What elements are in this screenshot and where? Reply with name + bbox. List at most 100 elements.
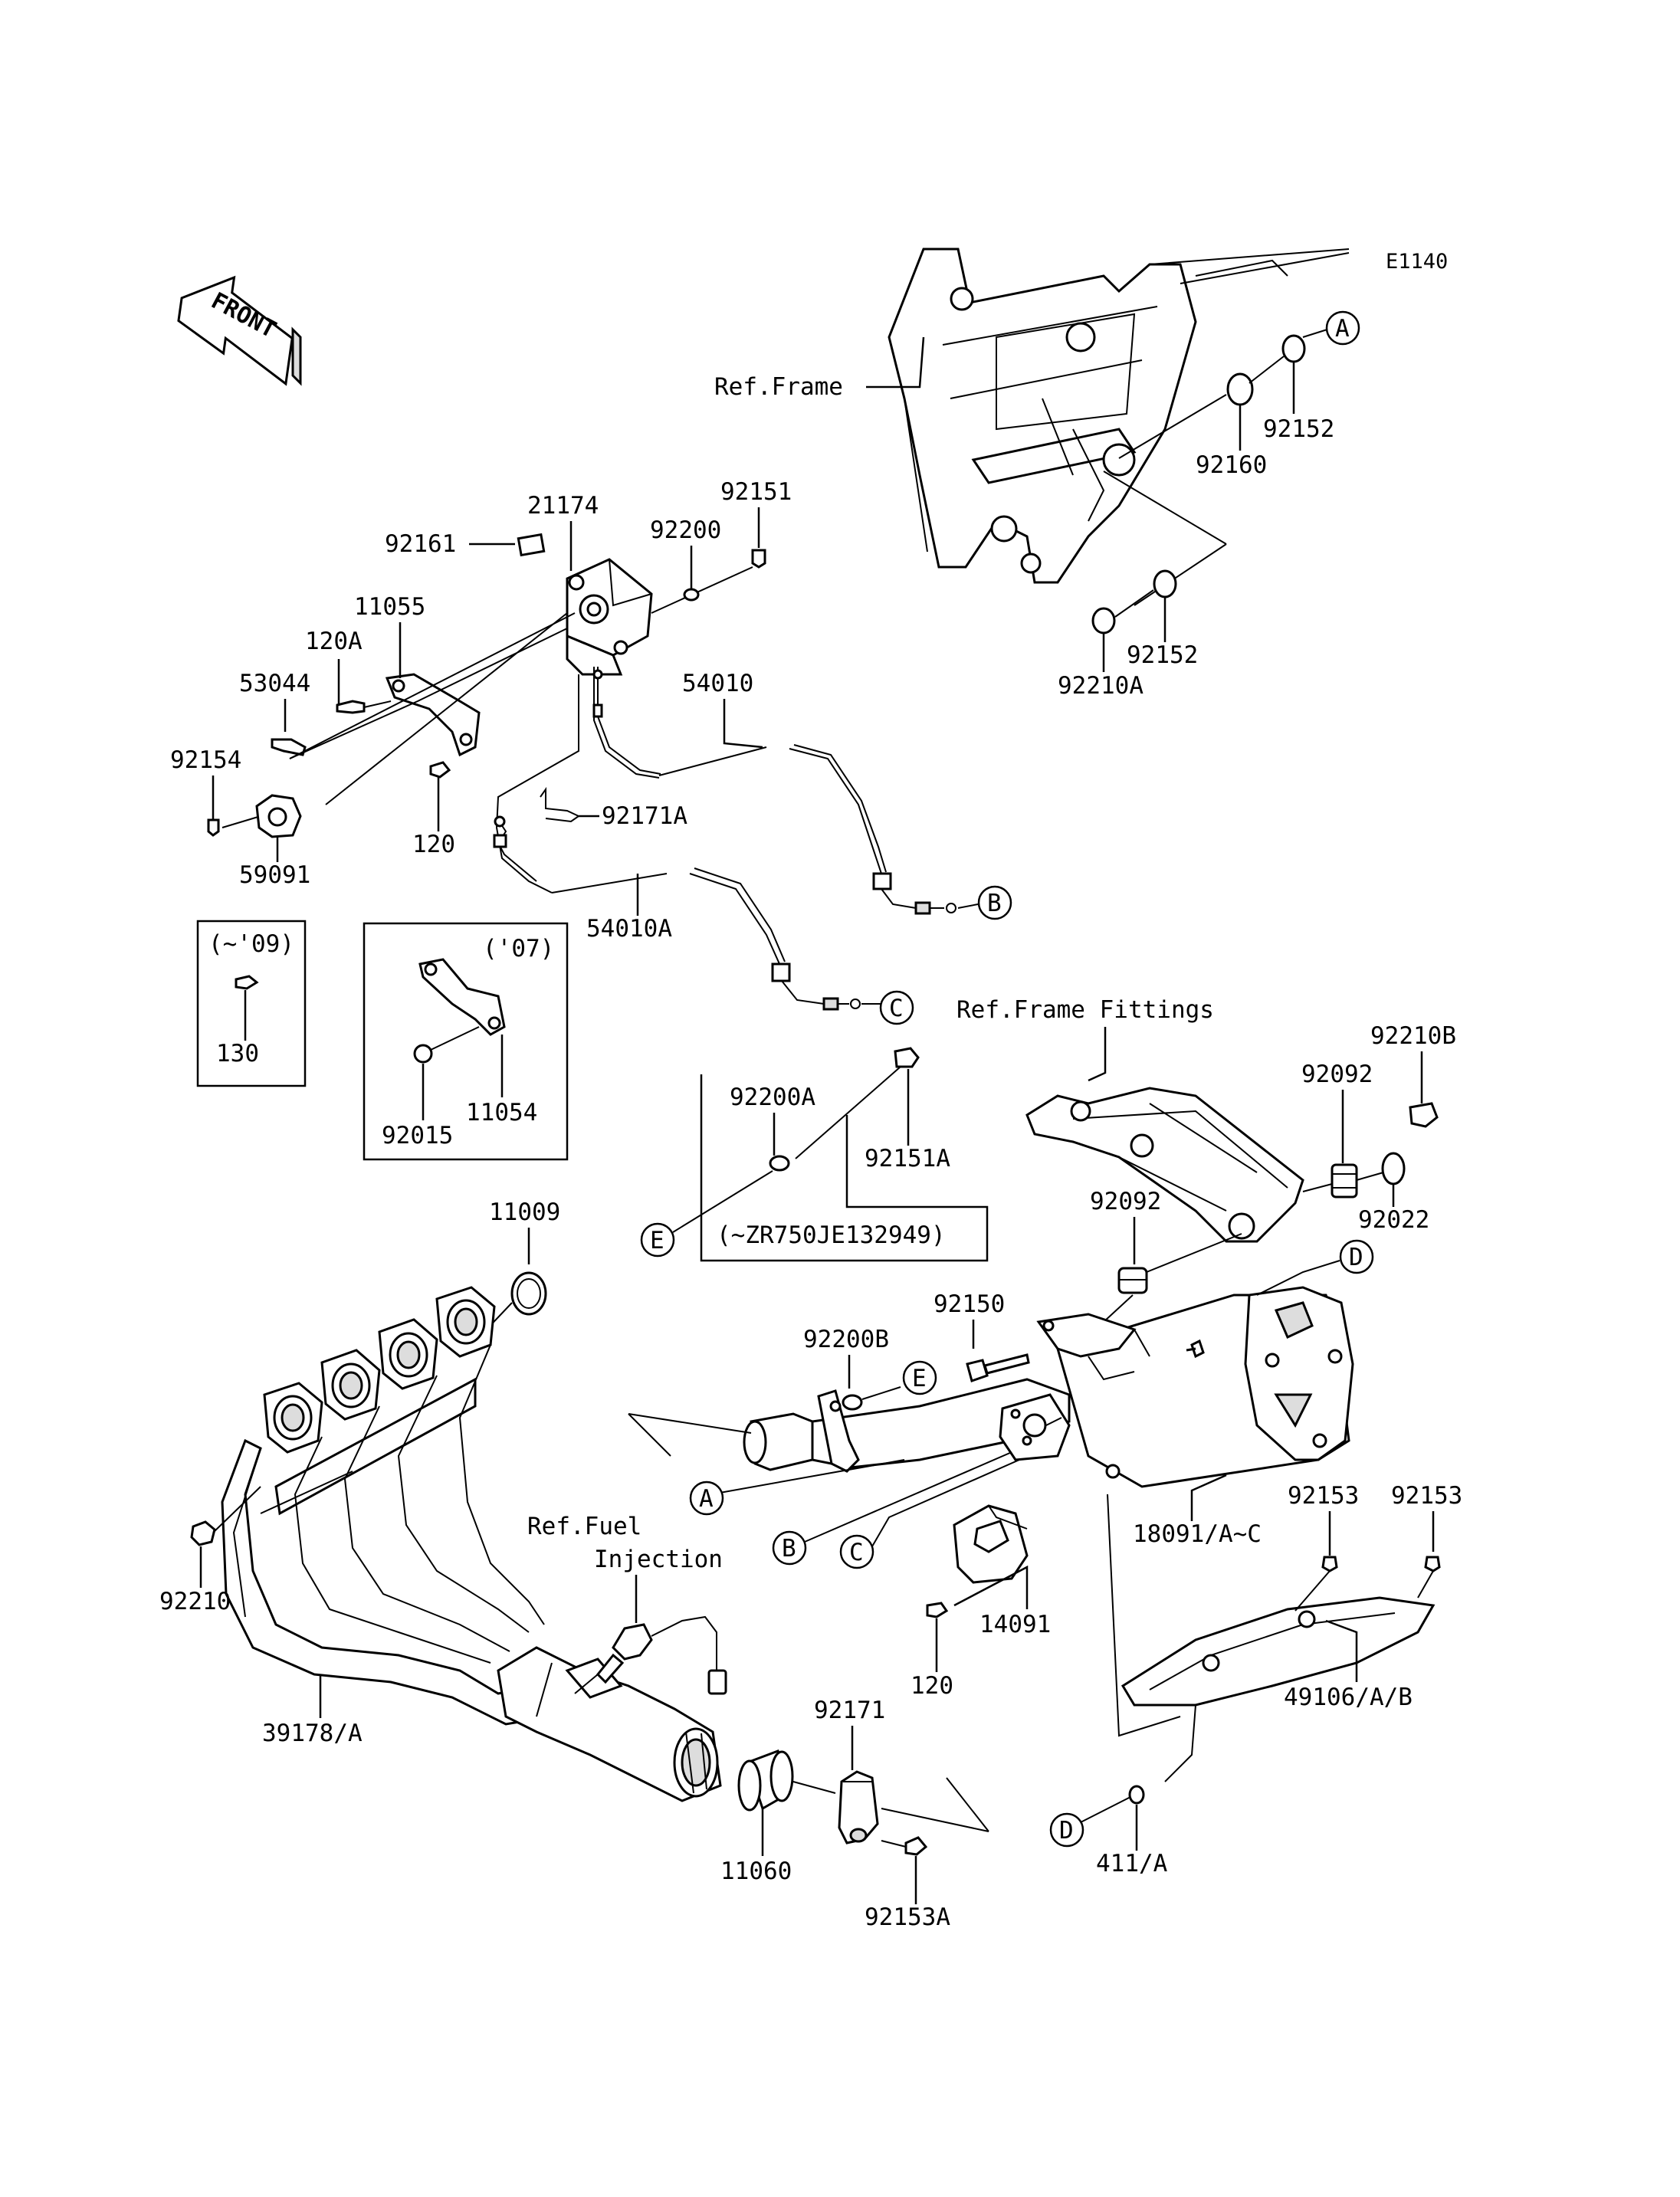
pulley-59091 (255, 794, 302, 838)
nut-92210 (190, 1520, 216, 1546)
washer-92152-top (1281, 334, 1306, 363)
nut-92210a (1091, 607, 1116, 635)
callout-a-bottom-label: A (699, 1485, 714, 1513)
washer-92200a (769, 1155, 790, 1172)
label-92200a: 92200A (730, 1084, 815, 1111)
cover-14091 (953, 1504, 1029, 1584)
mounting-tab (817, 1389, 860, 1473)
bolt-120-upper (429, 761, 451, 779)
callout-e-top[interactable] (640, 1222, 675, 1258)
callout-e-bottom-label: E (912, 1365, 927, 1392)
label-92152-bottom: 92152 (1127, 641, 1198, 669)
callout-d-bottom[interactable] (1049, 1812, 1084, 1848)
label-120-upper: 120 (412, 831, 455, 858)
label-130: 130 (216, 1040, 259, 1067)
label-11060: 11060 (720, 1858, 792, 1885)
bolt-92151 (751, 549, 766, 569)
screw-92153-left (1321, 1556, 1338, 1572)
bracket-11054 (418, 958, 506, 1036)
header-pipes-39178 (221, 1286, 722, 1802)
bolt-120a (336, 700, 366, 714)
label-11055: 11055 (354, 593, 425, 621)
washer-92152-bottom (1153, 569, 1177, 598)
callout-a-top[interactable] (1325, 310, 1360, 346)
washer-92200b (842, 1394, 863, 1411)
cap-92161 (517, 533, 546, 557)
label-49106: 49106/A/B (1284, 1684, 1413, 1711)
label-92150: 92150 (934, 1290, 1005, 1318)
label-92092-top: 92092 (1301, 1061, 1373, 1088)
frame-fittings-drawing (1025, 1087, 1304, 1243)
label-92171: 92171 (814, 1697, 885, 1724)
gasket-11060 (737, 1749, 794, 1812)
label-92210a: 92210A (1058, 672, 1144, 700)
label-21174: 21174 (527, 492, 599, 520)
bolt-92153a (904, 1836, 928, 1856)
label-92200b: 92200B (803, 1326, 889, 1353)
inset-07-label: ('07) (483, 935, 554, 962)
callout-a-top-label: A (1335, 315, 1350, 343)
label-411: 411/A (1096, 1850, 1168, 1877)
callout-c-top[interactable] (879, 990, 914, 1025)
inset-to-09-label: (~'09) (208, 930, 294, 958)
label-92210: 92210 (159, 1588, 231, 1615)
frame-drawing (888, 248, 1350, 584)
callout-c-bottom-label: C (849, 1539, 864, 1566)
callout-b-bottom-label: B (782, 1535, 796, 1562)
callout-c-bottom[interactable] (839, 1534, 874, 1569)
label-92092-bottom: 92092 (1090, 1188, 1161, 1215)
label-120a: 120A (305, 628, 363, 655)
label-92152-top: 92152 (1263, 415, 1334, 443)
callout-e-top-label: E (650, 1227, 664, 1254)
ref-frame-fittings-label: Ref.Frame Fittings (956, 996, 1214, 1024)
clamp-92171 (838, 1770, 879, 1844)
callout-d-top[interactable] (1339, 1239, 1374, 1274)
label-11009: 11009 (489, 1199, 560, 1226)
label-92151: 92151 (720, 478, 792, 506)
washer-92200 (683, 588, 700, 602)
inset-to-09 (196, 920, 307, 1087)
label-92153-right: 92153 (1391, 1482, 1462, 1510)
callout-b-bottom[interactable] (772, 1530, 807, 1566)
label-92154: 92154 (170, 746, 241, 774)
label-92210b: 92210B (1370, 1022, 1456, 1050)
label-92160: 92160 (1196, 451, 1267, 479)
screw-92154 (207, 818, 220, 837)
clamp-92171a (540, 786, 580, 823)
grommet-92092-bottom (1117, 1267, 1148, 1294)
ref-fuel-injection-label-1: Ref.Fuel (527, 1513, 641, 1540)
label-120-lower: 120 (911, 1672, 953, 1700)
label-53044: 53044 (239, 670, 310, 697)
screw-92153-right (1424, 1556, 1441, 1572)
label-92153a: 92153A (865, 1904, 950, 1931)
ref-fuel-injection-label-2: Injection (594, 1546, 723, 1573)
callout-b-top-label: B (987, 890, 1002, 917)
label-92022: 92022 (1358, 1206, 1429, 1234)
grommet-92092-top (1331, 1163, 1358, 1199)
callout-e-bottom[interactable] (902, 1360, 937, 1395)
collar-92160 (1226, 372, 1254, 406)
callout-c-top-label: C (889, 995, 904, 1022)
label-92200: 92200 (650, 516, 721, 544)
inset-serial-label: (~ZR750JE132949) (717, 1221, 946, 1249)
label-92151a: 92151A (865, 1145, 950, 1172)
label-39178: 39178/A (262, 1720, 363, 1747)
callout-b-top[interactable] (977, 885, 1012, 920)
bolt-120-lower (926, 1602, 949, 1618)
label-92161: 92161 (385, 530, 456, 558)
label-54010: 54010 (682, 670, 753, 697)
bolt-130 (235, 975, 259, 990)
nut-92015 (413, 1044, 433, 1064)
callout-a-bottom[interactable] (689, 1481, 724, 1516)
seal-53044 (271, 738, 307, 756)
label-14091: 14091 (979, 1611, 1051, 1638)
muffler-18091 (1036, 1286, 1354, 1488)
label-92153-left: 92153 (1288, 1482, 1359, 1510)
front-arrow-icon: FRONT (177, 275, 302, 386)
exup-valve-body (999, 1393, 1071, 1461)
washer-92022 (1381, 1152, 1406, 1185)
oxygen-sensor (574, 1615, 727, 1695)
bolt-92150 (966, 1359, 989, 1382)
bolt-92151a (894, 1047, 920, 1068)
label-11054: 11054 (466, 1099, 537, 1126)
